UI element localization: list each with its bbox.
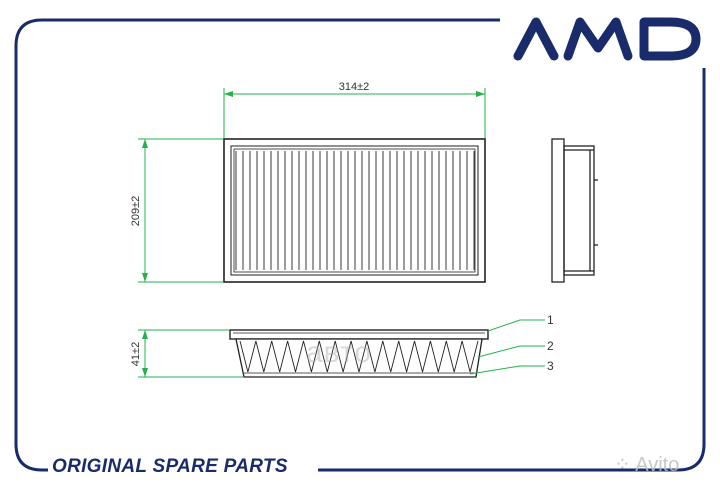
dimension-lines: [138, 88, 545, 378]
front-view: [229, 329, 489, 378]
top-view: [223, 138, 486, 283]
height-dimension: 41±2: [130, 342, 142, 366]
avito-text: Avito: [635, 454, 680, 476]
amd-logo: [513, 17, 701, 61]
callout-1: 1: [547, 313, 554, 327]
side-view: [551, 138, 598, 283]
center-watermark: авто: [306, 336, 373, 369]
pleat-zigzag: [239, 340, 479, 373]
pleat-lines: [235, 151, 475, 270]
pleat-zigzag-path: [239, 340, 479, 373]
footer-text: ORIGINAL SPARE PARTS: [52, 456, 288, 477]
callout-3: 3: [547, 359, 554, 373]
avito-icon: ⁘: [614, 454, 636, 476]
callout-2: 2: [547, 339, 554, 353]
drawing-frame: [14, 18, 706, 472]
width-dimension: 209±2: [130, 196, 142, 227]
avito-watermark: ⁘ Avito: [614, 452, 679, 477]
length-dimension: 314±2: [339, 81, 370, 93]
